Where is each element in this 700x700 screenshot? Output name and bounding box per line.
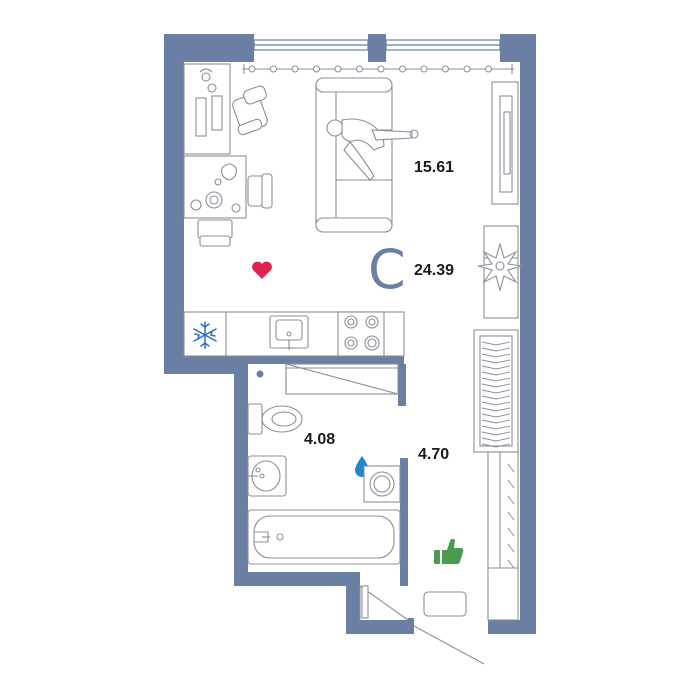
radiator-fin bbox=[481, 443, 511, 448]
radiator-fin bbox=[481, 413, 511, 418]
curtain-ring bbox=[377, 65, 385, 73]
washbasin bbox=[247, 455, 287, 497]
wall-right bbox=[520, 34, 536, 634]
snowflake-icon bbox=[193, 321, 217, 349]
radiator-fin bbox=[481, 437, 511, 442]
wall-left bbox=[164, 34, 184, 374]
curtain-ring bbox=[485, 65, 492, 73]
toilet bbox=[247, 403, 303, 435]
room-type-letter: С bbox=[368, 238, 406, 301]
radiator-fin bbox=[481, 425, 511, 430]
radiator-fin bbox=[481, 419, 511, 424]
radiator-fin bbox=[481, 407, 511, 412]
radiator bbox=[473, 329, 519, 453]
total-area-label: 24.39 bbox=[414, 262, 454, 279]
wall-entry-left bbox=[346, 572, 360, 634]
closet-door bbox=[359, 585, 409, 621]
sofa bbox=[315, 77, 393, 233]
curtain-ring bbox=[420, 65, 428, 73]
radiator-fin bbox=[481, 395, 511, 400]
wall-bottom bbox=[234, 572, 360, 586]
curtain-ring bbox=[270, 65, 277, 73]
wardrobe-hanger bbox=[507, 543, 515, 553]
wall-bath-right-top bbox=[398, 364, 406, 406]
radiator-fin bbox=[481, 383, 511, 388]
bath-shelf bbox=[285, 363, 399, 395]
hallway-area-label: 4.70 bbox=[418, 446, 449, 463]
windows bbox=[253, 39, 501, 51]
radiator-fin bbox=[481, 341, 511, 346]
wall-entry-jamb bbox=[408, 618, 414, 634]
radiator-fin bbox=[481, 365, 511, 370]
person-on-sofa bbox=[326, 118, 419, 181]
curtain-ring bbox=[334, 65, 342, 73]
wall-middle bbox=[164, 356, 404, 364]
curtain-ring bbox=[356, 65, 363, 73]
entrance-door bbox=[413, 625, 485, 665]
washing-machine bbox=[363, 465, 401, 503]
wardrobe-hanger bbox=[507, 559, 515, 569]
walls bbox=[164, 34, 536, 634]
radiator-fin bbox=[481, 353, 511, 358]
dining-table bbox=[183, 155, 247, 219]
wall-top-pillar bbox=[368, 34, 386, 62]
dining-chair-right bbox=[247, 173, 273, 209]
curtain-ring bbox=[313, 65, 320, 73]
wall-entry-bottom bbox=[346, 620, 412, 634]
desk bbox=[183, 63, 231, 155]
plant-icon bbox=[477, 241, 523, 293]
wardrobe-hanger bbox=[507, 527, 515, 537]
wall-middle-left bbox=[164, 356, 234, 374]
radiator-fin bbox=[481, 389, 511, 394]
dining-chair-bottom bbox=[197, 219, 233, 247]
curtain-ring bbox=[463, 65, 471, 73]
wall-bath-right bbox=[400, 458, 408, 586]
radiator-fins bbox=[481, 341, 511, 448]
wardrobe-hanger bbox=[507, 511, 515, 521]
wardrobe-hanger bbox=[507, 463, 515, 473]
radiator-fin bbox=[481, 359, 511, 364]
curtain-ring bbox=[291, 65, 299, 73]
curtain-ring bbox=[399, 65, 406, 73]
bathroom-area-label: 4.08 bbox=[304, 431, 335, 448]
wardrobe-hangers bbox=[507, 463, 515, 569]
radiator-fin bbox=[481, 401, 511, 406]
kitchen-counter bbox=[183, 311, 405, 357]
wall-bath-left bbox=[234, 356, 248, 586]
entry-mat bbox=[423, 591, 467, 617]
desk-chair bbox=[232, 85, 268, 136]
curtain-ring bbox=[248, 65, 256, 73]
curtain-ring bbox=[442, 65, 449, 73]
bathtub bbox=[247, 509, 401, 565]
wardrobe-hanger bbox=[507, 479, 515, 489]
wardrobe-hanger bbox=[507, 495, 515, 505]
tv-unit bbox=[491, 81, 519, 205]
curtain-rings bbox=[248, 65, 492, 73]
radiator-fin bbox=[481, 347, 511, 352]
radiator-fin bbox=[481, 431, 511, 436]
heart-icon bbox=[252, 261, 272, 279]
radiator-fin bbox=[481, 377, 511, 382]
living-area-label: 15.61 bbox=[414, 159, 454, 176]
drain-icon bbox=[256, 370, 264, 378]
wardrobe bbox=[487, 451, 519, 621]
thumbs-up-icon bbox=[434, 538, 464, 564]
wall-right-bottom bbox=[488, 620, 536, 634]
radiator-fin bbox=[481, 371, 511, 376]
